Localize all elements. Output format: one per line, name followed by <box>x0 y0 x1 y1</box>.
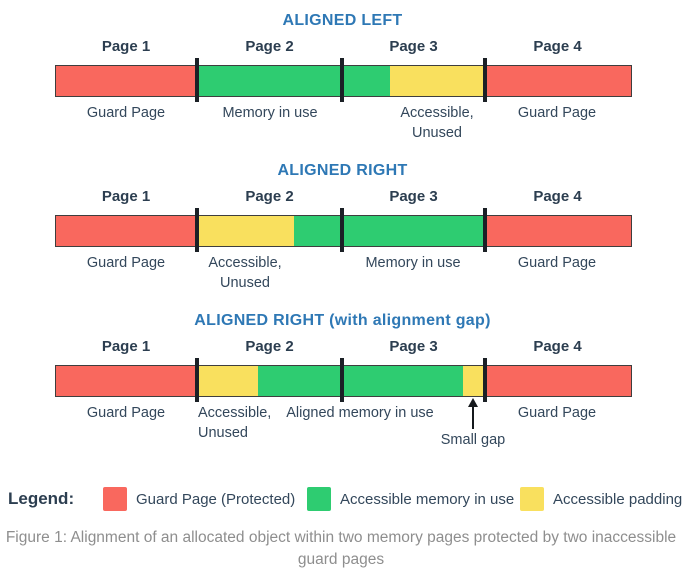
accessible-memory-swatch-icon <box>307 487 331 511</box>
page-boundary-tick <box>195 358 199 402</box>
legend-item-accessible-padding: Accessible padding <box>520 487 682 511</box>
diagram-aligned-right: ALIGNED RIGHT Page 1 Page 2 Page 3 Page 4 Gua… <box>0 162 682 312</box>
page-label: Page 3 <box>389 188 438 205</box>
bar-label: Guard Page <box>86 255 166 271</box>
diagram-aligned-right-gap: ALIGNED RIGHT (with alignment gap) Page 1… <box>0 312 682 462</box>
page-boundary-tick <box>340 208 344 252</box>
legend-item-label: Guard Page (Protected) <box>136 490 296 508</box>
segment-guard <box>486 216 631 246</box>
segment-memory <box>198 66 390 96</box>
legend-item-guard-page: Guard Page (Protected) <box>103 487 295 511</box>
bar-label: Guard Page <box>517 255 597 271</box>
bar-label: Guard Page <box>86 405 166 421</box>
segment-padding <box>390 66 486 96</box>
page-label: Page 2 <box>245 188 294 205</box>
figure-caption: Figure 1: Alignment of an allocated obje… <box>5 529 677 569</box>
diagram-title: ALIGNED RIGHT <box>277 162 408 179</box>
diagram-title: ALIGNED RIGHT (with alignment gap) <box>194 312 491 329</box>
diagram-aligned-left: ALIGNED LEFT Page 1 Page 2 Page 3 Page 4 Guar… <box>0 12 682 162</box>
page-label: Page 1 <box>101 338 151 355</box>
page-boundary-tick <box>483 58 487 102</box>
page-label: Page 2 <box>245 38 294 55</box>
bar-label: Memory in use <box>365 255 461 271</box>
memory-bar <box>55 65 632 97</box>
segment-guard <box>486 366 631 396</box>
bar-label: Accessible, Unused <box>198 405 272 441</box>
bar-label: Memory in use <box>222 105 318 121</box>
page-label: Page 2 <box>245 338 294 355</box>
page-boundary-tick <box>340 358 344 402</box>
segment-padding <box>463 366 486 396</box>
segment-padding <box>198 366 258 396</box>
page-boundary-tick <box>340 58 344 102</box>
page-boundary-tick <box>195 208 199 252</box>
bar-label: Guard Page <box>86 105 166 121</box>
legend-title: Legend: <box>8 489 75 508</box>
page-label: Page 1 <box>101 38 151 55</box>
bar-label: Accessible, Unused <box>400 105 474 141</box>
guard-page-swatch-icon <box>103 487 127 511</box>
page-label: Page 4 <box>533 188 582 205</box>
segment-memory <box>294 216 486 246</box>
segment-guard <box>56 66 198 96</box>
page-boundary-tick <box>195 58 199 102</box>
page-boundary-tick <box>483 208 487 252</box>
legend-item-label: Accessible padding <box>553 490 682 508</box>
segment-guard <box>56 366 198 396</box>
accessible-padding-swatch-icon <box>520 487 544 511</box>
legend: Legend: Guard Page (Protected) Accessibl… <box>0 486 682 514</box>
memory-bar <box>55 365 632 397</box>
page-label: Page 3 <box>389 338 438 355</box>
legend-item-accessible-memory: Accessible memory in use <box>307 487 514 511</box>
small-gap-arrow-shaft <box>472 406 474 429</box>
small-gap-arrow-icon <box>468 398 478 407</box>
legend-item-label: Accessible memory in use <box>340 490 515 508</box>
bar-label: Guard Page <box>517 405 597 421</box>
bar-label: Guard Page <box>517 105 597 121</box>
bar-label: Accessible, Unused <box>208 255 282 291</box>
page-label: Page 4 <box>533 38 582 55</box>
segment-guard <box>56 216 198 246</box>
diagram-title: ALIGNED LEFT <box>282 12 403 29</box>
segment-padding <box>198 216 294 246</box>
bar-label: Aligned memory in use <box>286 405 434 421</box>
segment-guard <box>486 66 631 96</box>
page-label: Page 4 <box>533 338 582 355</box>
segment-memory <box>258 366 463 396</box>
page-label: Page 3 <box>389 38 438 55</box>
page-boundary-tick <box>483 358 487 402</box>
page-label: Page 1 <box>101 188 151 205</box>
small-gap-label: Small gap <box>440 432 506 448</box>
